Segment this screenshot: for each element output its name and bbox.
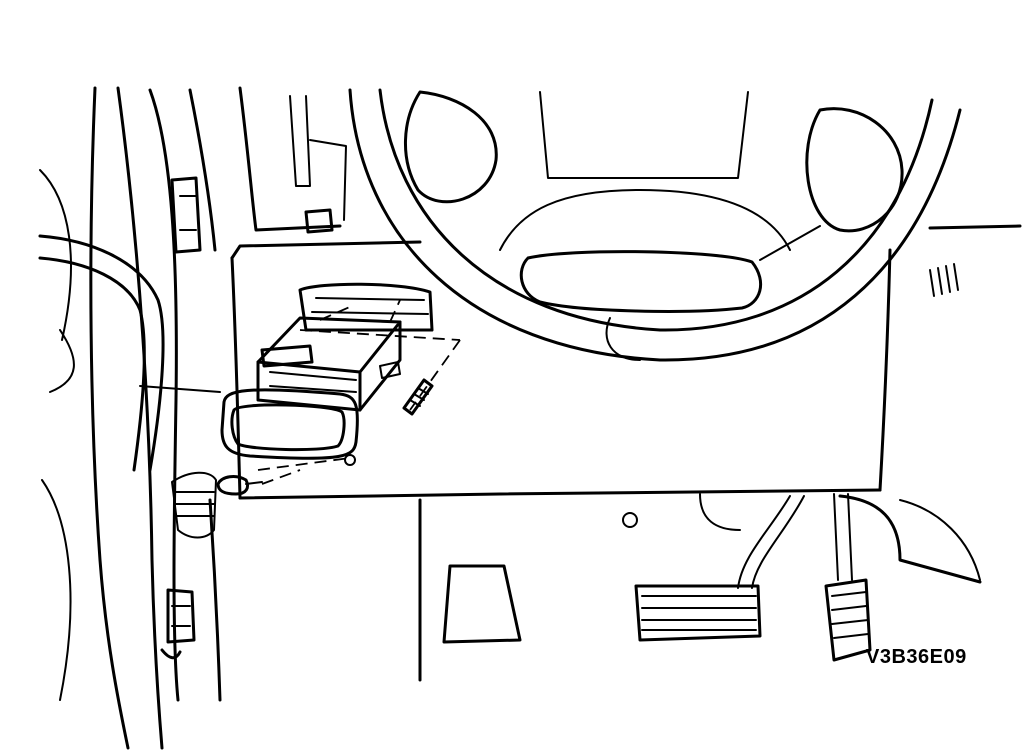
screw-lower [218, 477, 262, 494]
door-frame [40, 88, 178, 748]
lower-hinge [162, 590, 194, 658]
removal-guide-lines [258, 300, 460, 484]
wiring-harness [40, 236, 220, 538]
dashboard-upper [190, 88, 1020, 296]
brake-pedal [636, 496, 804, 640]
lower-dashboard-floor [210, 494, 980, 700]
screw-upper [404, 380, 432, 414]
air-vent-assembly [222, 318, 400, 458]
lower-trim-panel [232, 242, 890, 498]
steering-wheel [350, 90, 960, 360]
accelerator-pedal [826, 494, 870, 660]
upper-hinge [172, 178, 200, 252]
figure-code-label: V3B36E09 [866, 646, 967, 668]
